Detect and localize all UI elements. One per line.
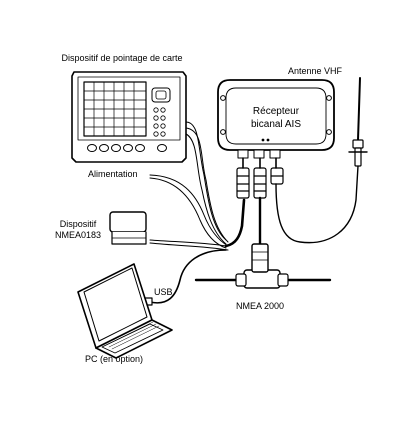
nmea0183-label-line2: NMEA0183 [54,230,102,240]
nmea0183-device [109,211,147,245]
nmea2000-backbone [194,243,332,289]
pc-label: PC (en option) [84,354,144,364]
usb-cable [149,249,227,304]
vhf-antenna [348,77,368,167]
cable-bundle [149,121,229,251]
power-label: Alimentation [88,169,138,179]
usb-label: USB [154,287,173,297]
nmea2000-label: NMEA 2000 [236,301,285,311]
keyboard-keys [105,321,160,350]
screen-grid [83,81,147,137]
connectors [236,167,284,199]
receiver-label-line2: bicanal AIS [250,119,302,130]
main-cable [224,198,246,248]
chartplotter-device [71,71,187,163]
ais-receiver [217,79,335,159]
vhf-antenna-label: Antenne VHF [288,66,343,76]
rotary-knob [151,87,171,103]
antenna-cable [275,165,359,244]
nmea0183-label-line1: Dispositif [59,219,97,229]
receiver-label-line1: Récepteur [252,106,300,117]
chartplotter-label: Dispositif de pointage de carte [61,53,183,63]
side-buttons [153,107,166,137]
laptop [77,263,173,359]
bottom-buttons [87,144,167,152]
